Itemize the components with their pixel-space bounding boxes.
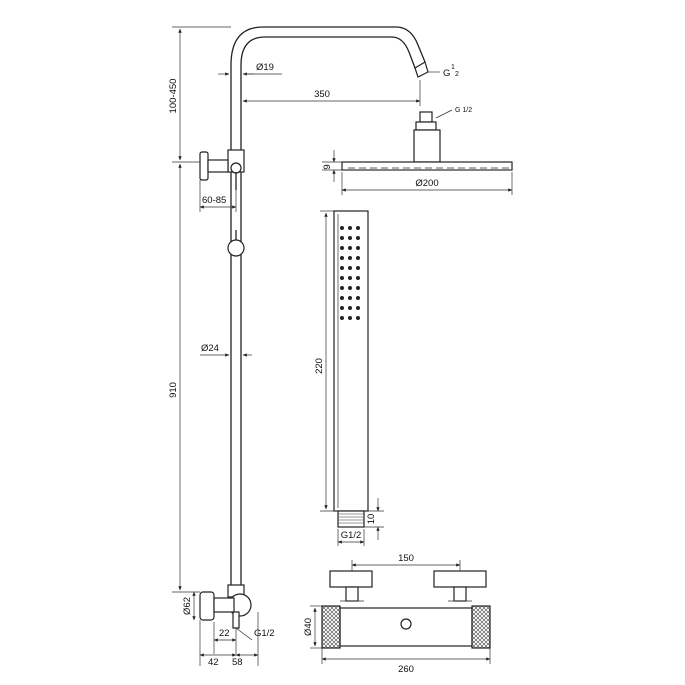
diverter-handle-knob <box>199 151 209 181</box>
handshower-connector <box>337 510 365 528</box>
wall-bracket-rosette <box>199 591 215 621</box>
riser-height-label: 910 <box>168 382 179 398</box>
slider-offset-label: 60-85 <box>202 195 226 206</box>
head-connector-ring <box>415 121 437 131</box>
head-thickness-label: 9 <box>322 164 333 169</box>
mixer-diameter-label: Ø40 <box>303 618 314 636</box>
head-connector-nut <box>419 111 433 123</box>
handshower-length-label: 220 <box>314 358 325 374</box>
mixer-outlet <box>400 618 412 630</box>
head-thread-leader <box>435 109 453 119</box>
arm-end-fitting <box>414 61 429 78</box>
pipe-diameter-label: Ø24 <box>201 343 219 354</box>
bracket-diameter-label: Ø62 <box>182 597 193 615</box>
shower-riser <box>199 26 429 629</box>
handshower-nozzle-grid <box>340 226 360 320</box>
bracket-thread-label: G1/2 <box>254 628 275 639</box>
handshower-body <box>333 210 369 512</box>
mixer-right-handle <box>433 570 487 588</box>
thermostatic-mixer: 150 Ø40 260 <box>303 553 491 675</box>
mixer-left-stem <box>345 586 359 602</box>
arm-reach-label: 350 <box>314 89 330 100</box>
diverter-handle-stem <box>207 159 229 173</box>
bracket-22-label: 22 <box>219 628 230 639</box>
head-plate <box>341 161 513 171</box>
wall-bracket-stem <box>213 597 235 613</box>
mixer-left-knurled-knob <box>321 605 341 649</box>
riser-adjust-label: 100-450 <box>168 79 179 114</box>
bottom-outlet-thread <box>232 611 240 629</box>
riser-dimensions: 100-450 910 Ø19 350 G 1 2 60-85 Ø24 Ø62 <box>168 26 459 668</box>
handshower-connector-label: 10 <box>366 514 377 525</box>
arm-thread-frac-bottom: 2 <box>455 71 459 78</box>
shower-arm-outer <box>230 26 426 66</box>
shower-arm-inner <box>240 36 416 69</box>
head-thread-label: G 1/2 <box>455 107 472 114</box>
mixer-center-distance-label: 150 <box>398 553 414 564</box>
head-connector-body <box>413 129 441 163</box>
handshower-thread-label: G1/2 <box>341 530 362 541</box>
mixer-right-stem <box>453 586 467 602</box>
hand-shower: 220 10 G1/2 <box>314 210 384 546</box>
bracket-58-label: 58 <box>232 657 243 668</box>
mixer-width-label: 260 <box>398 664 414 675</box>
mixer-right-knurled-knob <box>471 605 491 649</box>
upper-slider-knob <box>230 162 242 174</box>
bracket-thread-leader <box>235 627 253 641</box>
arm-thread-label: G <box>443 68 450 79</box>
arm-thread-frac-top: 1 <box>451 64 455 71</box>
handshower-connector-thread <box>338 513 364 524</box>
head-diameter-label: Ø200 <box>415 178 438 189</box>
mixer-left-handle <box>329 570 373 588</box>
overhead-shower-head: G 1/2 9 Ø200 <box>322 107 513 195</box>
bracket-42-label: 42 <box>208 657 219 668</box>
handshower-holder-knob <box>227 239 245 257</box>
arm-diameter-label: Ø19 <box>256 62 274 73</box>
